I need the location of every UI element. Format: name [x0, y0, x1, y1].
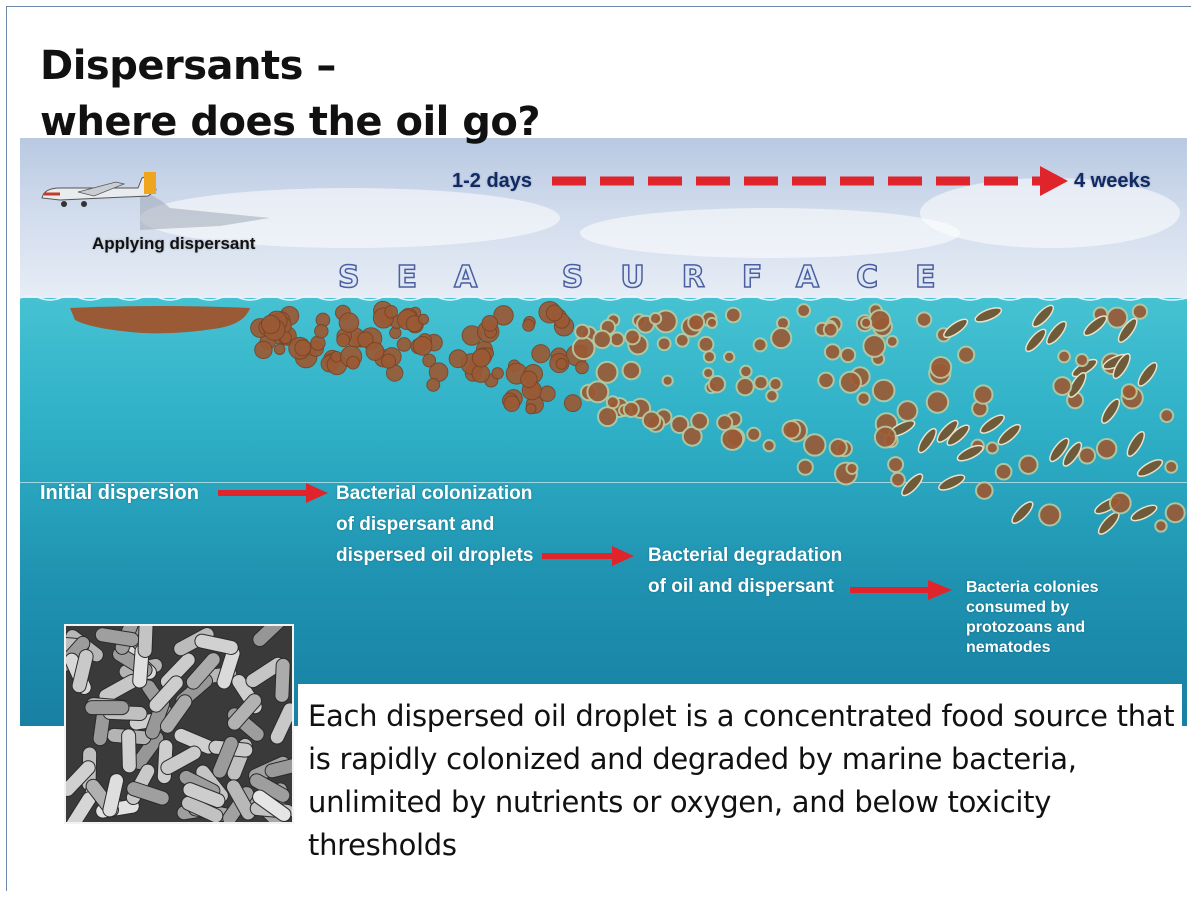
- stage-consumed-line-1: Bacteria colonies: [966, 578, 1099, 598]
- bacteria-micrograph-image: [64, 624, 294, 824]
- bacteria-micrograph-icon: [66, 626, 292, 822]
- stage-degradation-line-2: of oil and dispersant: [648, 575, 842, 599]
- slide-title: Dispersants – where does the oil go?: [40, 38, 540, 150]
- stage-arrow-2: [542, 546, 634, 566]
- time-end-label: 4 weeks: [1074, 169, 1151, 193]
- plane-label: Applying dispersant: [92, 232, 255, 256]
- stage-consumed-line-4: nematodes: [966, 638, 1099, 658]
- stage-colonization-label: Bacterial colonization of dispersant and…: [336, 482, 533, 568]
- time-arrow: [552, 166, 1068, 196]
- stage-initial-label: Initial dispersion: [40, 481, 199, 505]
- stage-degradation-line-1: Bacterial degradation: [648, 544, 842, 568]
- sea-surface-label: SEA SURFACE: [338, 260, 973, 295]
- airplane-icon: [42, 172, 270, 230]
- stage-consumed-label: Bacteria colonies consumed by protozoans…: [966, 578, 1099, 658]
- stage-degradation-label: Bacterial degradation of oil and dispers…: [648, 544, 842, 599]
- oil-slick: [70, 306, 250, 333]
- time-start-label: 1-2 days: [452, 169, 532, 193]
- stage-arrow-3: [850, 580, 952, 600]
- stage-consumed-line-3: protozoans and: [966, 618, 1099, 638]
- title-line-2: where does the oil go?: [40, 99, 540, 145]
- caption-text: Each dispersed oil droplet is a concentr…: [308, 695, 1178, 867]
- title-line-1: Dispersants –: [40, 43, 336, 89]
- stage-colonization-line-1: Bacterial colonization: [336, 482, 533, 506]
- stage-colonization-line-3: dispersed oil droplets: [336, 544, 533, 568]
- stage-colonization-line-2: of dispersant and: [336, 513, 533, 537]
- stage-consumed-line-2: consumed by: [966, 598, 1099, 618]
- stage-arrow-1: [218, 483, 328, 503]
